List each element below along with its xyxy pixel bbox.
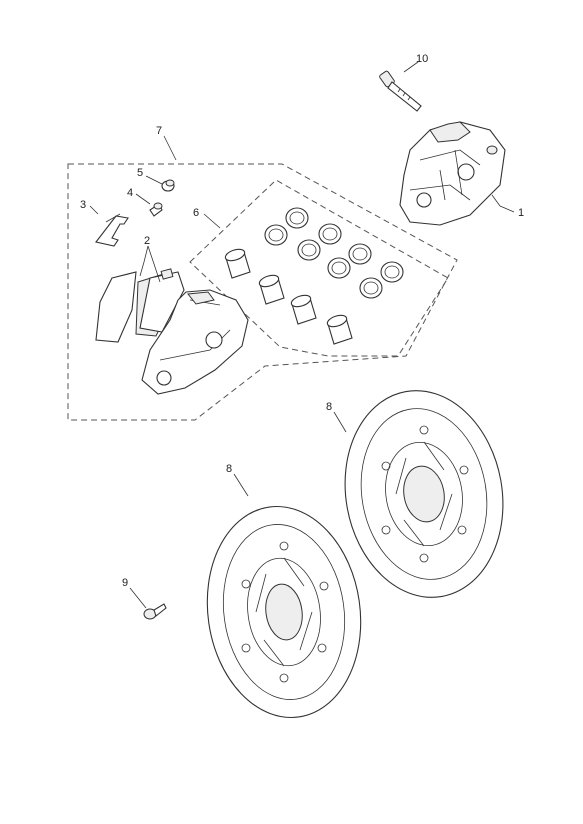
callout-5: 5 bbox=[137, 167, 143, 179]
caliper-seals bbox=[264, 207, 404, 299]
callout-2: 2 bbox=[144, 235, 150, 247]
disc-bolt bbox=[143, 603, 167, 620]
callout-4: 4 bbox=[127, 187, 133, 199]
bleed-screw bbox=[149, 202, 163, 217]
bleed-screw-cap bbox=[161, 179, 175, 192]
callout-7: 7 bbox=[156, 125, 162, 137]
brake-disc-upper bbox=[344, 390, 504, 598]
caliper-pistons bbox=[224, 248, 353, 345]
pad-spring bbox=[95, 213, 129, 247]
leader-lines bbox=[89, 61, 515, 609]
callout-8-upper: 8 bbox=[326, 401, 332, 413]
brake-caliper-body bbox=[141, 289, 249, 395]
callout-1: 1 bbox=[518, 207, 524, 219]
caliper-kit-outline bbox=[67, 163, 458, 421]
callout-6: 6 bbox=[193, 207, 199, 219]
brake-caliper-assembled bbox=[399, 121, 506, 226]
caliper-bolt bbox=[379, 70, 422, 112]
brake-pads bbox=[95, 268, 185, 343]
callout-8-lower: 8 bbox=[226, 463, 232, 475]
callout-10: 10 bbox=[416, 53, 428, 65]
callout-3: 3 bbox=[80, 199, 86, 211]
callout-9: 9 bbox=[122, 577, 128, 589]
brake-disc-lower bbox=[206, 505, 362, 719]
